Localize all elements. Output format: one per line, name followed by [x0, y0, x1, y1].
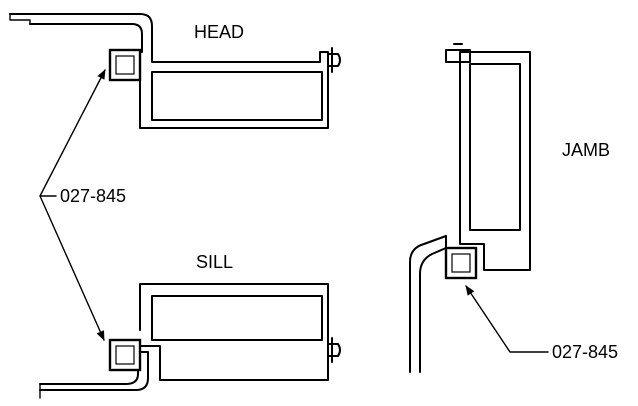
jamb-label: JAMB: [562, 140, 610, 160]
head-section: HEAD: [9, 13, 341, 129]
part-number-right: 027-845: [552, 342, 618, 362]
callout-right: 027-845: [465, 285, 618, 362]
sill-label: SILL: [196, 252, 233, 272]
part-number-left: 027-845: [60, 186, 126, 206]
head-end-clip: [327, 47, 341, 73]
sill-gasket: [108, 338, 142, 372]
sill-section: SILL: [39, 252, 341, 399]
jamb-chamber: [469, 63, 521, 231]
jamb-section: JAMB: [409, 43, 610, 373]
sill-frame-profile: [139, 283, 329, 381]
head-frame-inner: [29, 23, 143, 53]
sill-lower-profile: [39, 351, 149, 391]
sill-end-clip: [327, 337, 341, 363]
leader-line-right: [465, 285, 549, 353]
jamb-frame-profile: [459, 51, 531, 271]
head-gasket: [108, 48, 142, 82]
jamb-top-clip: [445, 43, 471, 63]
head-chamber: [151, 71, 323, 121]
head-frame-profile: [9, 13, 329, 129]
jamb-gasket: [444, 246, 478, 280]
leader-line-left: [39, 69, 106, 197]
head-label: HEAD: [194, 22, 244, 42]
sill-chamber: [151, 295, 323, 341]
jamb-left-flange: [409, 235, 447, 373]
callout-left: 027-845: [39, 69, 126, 341]
